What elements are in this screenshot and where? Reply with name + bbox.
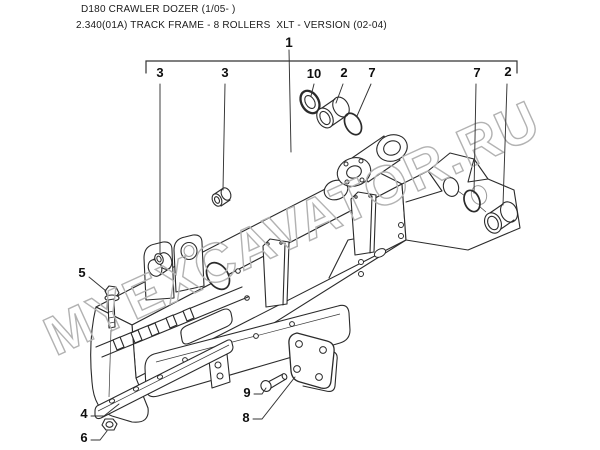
- part-bushing-pivot: [316, 96, 350, 129]
- part-bushing-small: [211, 187, 232, 207]
- callout-10: 10: [307, 66, 321, 81]
- part-oring-pivot: [343, 112, 363, 136]
- callout-7-pivot: 7: [368, 65, 375, 80]
- web-oval-opening: [205, 261, 231, 291]
- part-cover-plate: [288, 332, 338, 392]
- track-guide-rail: [95, 286, 249, 358]
- adjuster-lugs: [143, 234, 205, 301]
- callout-6: 6: [80, 430, 87, 445]
- part-seal: [299, 89, 321, 115]
- callout-2-pivot: 2: [340, 65, 347, 80]
- frame-posts: [262, 191, 377, 308]
- callout-7-idler: 7: [473, 65, 480, 80]
- page-header-section: 2.340(01A) TRACK FRAME - 8 ROLLERS XLT -…: [76, 20, 387, 31]
- idler-bore: [442, 177, 460, 197]
- assembly-bracket: [145, 60, 518, 74]
- part-nut: [101, 418, 118, 431]
- callout-8: 8: [242, 410, 249, 425]
- part-oring-idler: [463, 189, 481, 213]
- pivot-boss: [323, 134, 408, 201]
- part-bar: [94, 339, 234, 420]
- callout-5: 5: [78, 265, 85, 280]
- callout-3-left: 3: [156, 65, 163, 80]
- part-bolt-guard: [104, 285, 120, 398]
- callout-2-idler: 2: [504, 64, 511, 79]
- callout-leaders: [88, 49, 518, 441]
- page-header-model: D180 CRAWLER DOZER (1/05- ): [81, 4, 236, 15]
- callout-1: 1: [285, 35, 293, 50]
- wear-plate: [144, 304, 351, 398]
- callout-labels: 1 3 3 10 2 7 7 2 5 4 6 9 8: [78, 35, 511, 445]
- part-bolt-cover: [260, 373, 288, 392]
- part-bushing-idler: [483, 201, 519, 234]
- callout-9: 9: [243, 385, 250, 400]
- callout-4: 4: [80, 406, 88, 421]
- callout-3-right: 3: [221, 65, 228, 80]
